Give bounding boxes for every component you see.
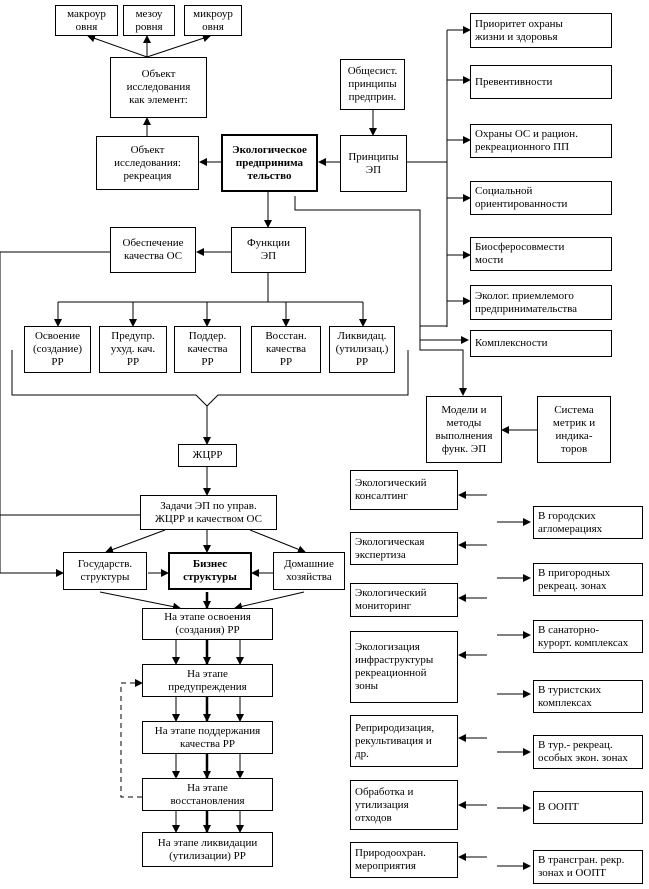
level-micro-box: микроур овня xyxy=(184,5,242,36)
zone-box: В трансгран. рекр. зонах и ООПТ xyxy=(533,850,643,884)
state-structures-box: Государств. структуры xyxy=(63,552,147,590)
models-box: Модели и методы выполнения функ. ЭП xyxy=(426,396,502,463)
households-box: Домашние хозяйства xyxy=(273,552,345,590)
zone-box: В санаторно- курорт. комплексах xyxy=(533,620,643,653)
metrics-box: Система метрик и индика- торов xyxy=(537,396,611,463)
zhcrr-box: ЖЦРР xyxy=(178,444,237,467)
tasks-box: Задачи ЭП по управ. ЖЦРР и качеством ОС xyxy=(140,495,277,530)
zone-box: В городских агломерациях xyxy=(533,506,643,539)
activity-box: Экологизация инфраструктуры рекреационно… xyxy=(350,631,458,703)
activity-box: Экологический мониторинг xyxy=(350,583,458,617)
stage-box: На этапе восстановления xyxy=(142,778,273,811)
center-box: Экологическое предпринима тельство xyxy=(221,134,318,192)
principle-box: Социальной ориентированности xyxy=(470,181,612,215)
functions-box: Функции ЭП xyxy=(231,227,306,273)
principle-box: Охраны ОС и рацион. рекреационного ПП xyxy=(470,124,612,158)
activity-box: Реприродизация, рекультивация и др. xyxy=(350,715,458,767)
level-macro-box: макроур овня xyxy=(55,5,118,36)
activity-box: Экологическая экспертиза xyxy=(350,532,458,565)
principle-box: Биосферосовмести мости xyxy=(470,237,612,271)
zone-box: В ООПТ xyxy=(533,791,643,824)
phase-box: Ликвидац. (утилизац.) РР xyxy=(329,326,395,373)
activity-box: Обработка и утилизация отходов xyxy=(350,780,458,830)
zone-box: В тур.- рекреац. особых экон. зонах xyxy=(533,735,643,769)
principle-box: Приоритет охраны жизни и здоровья xyxy=(470,13,612,48)
quality-os-box: Обеспечение качества ОС xyxy=(110,227,196,273)
object-recreation-box: Объект исследования: рекреация xyxy=(96,136,199,190)
object-element-box: Объект исследования как элемент: xyxy=(110,57,207,118)
stage-box: На этапе ликвидации (утилизации) РР xyxy=(142,832,273,867)
ep-principles-box: Принципы ЭП xyxy=(340,135,407,192)
zone-box: В пригородных рекреац. зонах xyxy=(533,563,643,596)
stage-box: На этапе освоения (создания) РР xyxy=(142,608,273,640)
phase-box: Поддер. качества РР xyxy=(174,326,241,373)
phase-box: Предупр. ухуд. кач. РР xyxy=(99,326,167,373)
zone-box: В туристских комплексах xyxy=(533,680,643,713)
business-structures-box: Бизнес структуры xyxy=(168,552,252,590)
phase-box: Восстан. качества РР xyxy=(251,326,321,373)
activity-box: Природоохран. мероприятия xyxy=(350,842,458,878)
general-principles-box: Общесист. принципы предприн. xyxy=(340,59,405,110)
activity-box: Экологический консалтинг xyxy=(350,470,458,510)
principle-box: Эколог. приемлемого предпринимательства xyxy=(470,285,612,320)
level-meso-box: мезоу ровня xyxy=(123,5,175,36)
stage-box: На этапе предупреждения xyxy=(142,664,273,697)
phase-box: Освоение (создание) РР xyxy=(24,326,91,373)
stage-box: На этапе поддержания качества РР xyxy=(142,721,273,754)
principle-box: Превентивности xyxy=(470,65,612,99)
principle-box: Комплексности xyxy=(470,330,612,357)
